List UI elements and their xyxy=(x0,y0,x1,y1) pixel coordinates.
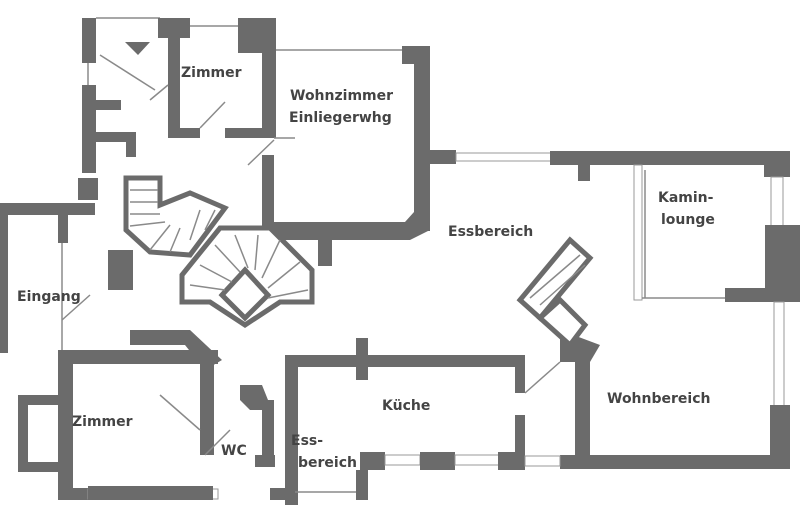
room-label-lounge: lounge xyxy=(661,212,715,228)
staircase xyxy=(123,175,594,349)
room-label-wohnzimmer: Wohnzimmer xyxy=(290,88,393,104)
room-label-kamin: Kamin- xyxy=(658,190,714,206)
walls xyxy=(0,17,800,505)
room-labels: Zimmer Wohnzimmer Einliegerwhg Essbereic… xyxy=(17,65,715,471)
room-label-essbereich: Essbereich xyxy=(448,224,533,240)
room-label-eingang: Eingang xyxy=(17,289,81,305)
room-label-zimmer-top: Zimmer xyxy=(181,65,242,81)
room-label-kueche: Küche xyxy=(382,398,430,414)
room-label-zimmer-bottom: Zimmer xyxy=(72,414,133,430)
room-label-bereich: bereich xyxy=(298,455,357,471)
room-label-wc: WC xyxy=(221,443,247,459)
room-label-einliegerwhg: Einliegerwhg xyxy=(289,110,392,126)
room-label-ess: Ess- xyxy=(291,433,323,449)
room-label-wohnbereich: Wohnbereich xyxy=(607,391,710,407)
